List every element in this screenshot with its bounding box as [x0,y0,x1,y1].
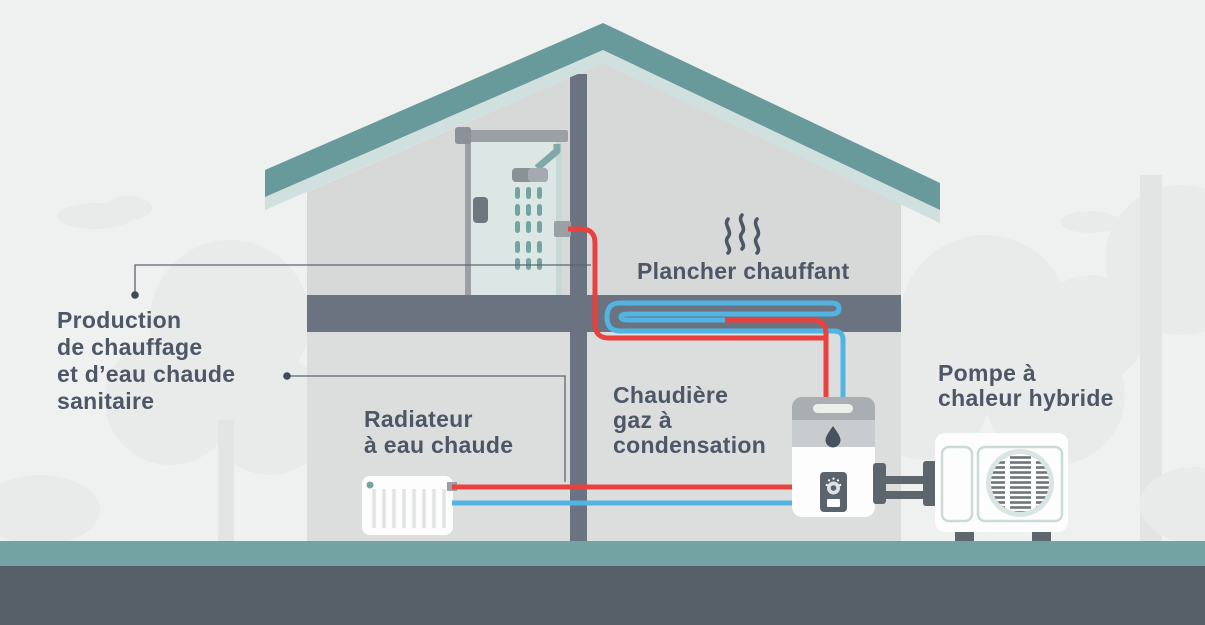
heat-pump [935,433,1068,541]
fan-grille-slats [991,454,1049,512]
shower-head-face [528,168,548,182]
link-pipe-bottom [886,491,923,499]
shower-rail-cap [455,127,471,144]
leader-production-top [134,264,591,293]
shower-door-handle [473,197,488,223]
radiator [362,476,457,535]
water-drops-icon [515,187,542,270]
steam-icon [724,213,761,255]
label-radiateur: Radiateur à eau chaude [364,406,514,458]
heat-pump-foot-left [955,532,974,541]
link-block-left [873,463,886,504]
radiator-fins [372,489,446,528]
background-trees [0,175,1205,545]
leader-dot-top [131,291,139,299]
heat-pump-side-panel [940,445,974,523]
ground-soil [0,566,1205,625]
pipes [452,226,846,506]
shower-arm [534,144,561,171]
boiler-vent [813,404,853,413]
roof-top [265,23,940,210]
leader-dot-bottom [283,372,291,380]
leader-lines [131,264,591,482]
wall-stud-upper [570,74,587,295]
link-block-right [923,461,937,506]
shower-door-frame [465,140,471,295]
shower-rail [457,130,568,142]
shower-glass-edge [556,140,562,295]
ground-grass [0,541,1205,566]
shower-pipe-fitting [554,221,571,237]
radiator-valve [366,481,374,489]
heat-pump-foot-right [1032,532,1051,541]
shower [455,127,571,295]
boiler-heatpump-link [873,461,937,506]
label-pompe-a-chaleur: Pompe à chaleur hybride [938,360,1114,411]
label-production: Production de chauffage et d’eau chaude … [57,307,236,414]
droplet-icon [825,426,841,448]
ground [0,541,1205,625]
boiler-display [827,499,840,507]
label-plancher-chauffant: Plancher chauffant [637,258,850,284]
boiler [792,397,875,517]
link-pipe-top [886,476,923,484]
pipe-shower-hot [568,226,826,341]
wall-stud-lower [570,332,587,541]
pipe-floor-coil-cold [604,300,846,400]
pipe-floor-coil-hot [725,317,829,400]
boiler-body-top [792,447,875,467]
label-chaudiere: Chaudière gaz à condensation [613,382,767,458]
leader-production-bottom [289,375,566,482]
roof [265,23,940,223]
boiler-control-panel [820,472,847,512]
